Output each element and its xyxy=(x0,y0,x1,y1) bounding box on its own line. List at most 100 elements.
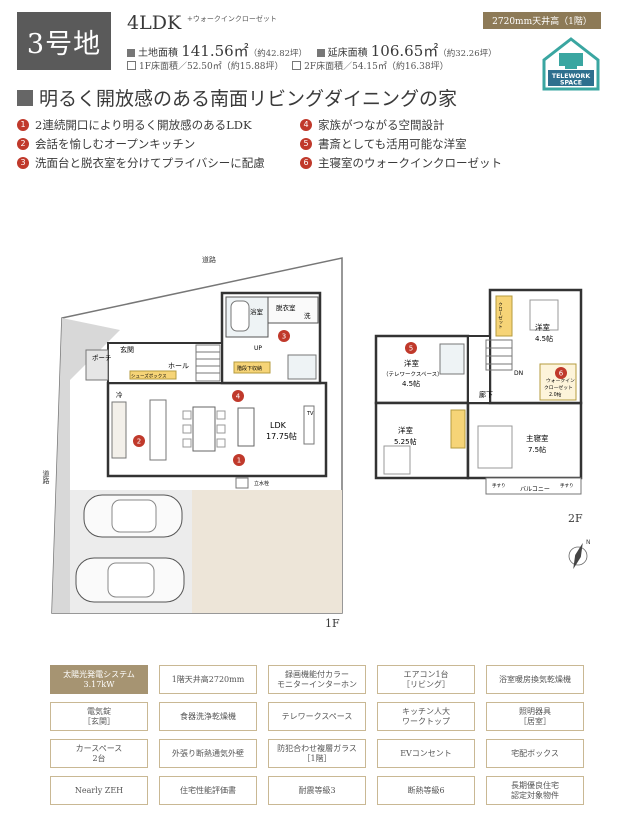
site-plan-1f: 道路 道路 浴室 脱衣室 洗 ポーチ 玄関 シューズボックス ホール 階段下収納… xyxy=(42,255,343,614)
telework-badge-line2: SPACE xyxy=(560,80,582,87)
spec-item: 宅配ボックス xyxy=(486,739,584,768)
marker-5-label: 5 xyxy=(409,345,413,353)
layout-type: 4LDK xyxy=(127,12,182,34)
spec-item: Nearly ZEH xyxy=(50,776,148,805)
area-row-floors: 1F床面積／52.50㎡（約15.88坪） 2F床面積／54.15㎡（約16.3… xyxy=(127,59,449,72)
floor-label-1f: 1F xyxy=(325,617,340,630)
marker-5 xyxy=(405,342,417,354)
spec-item: 外張り断熱通気外壁 xyxy=(159,739,257,768)
room-dressing: 脱衣室 xyxy=(276,303,296,312)
handrail-right: 手すり xyxy=(560,482,574,489)
spec-item: 電気錠［玄関］ xyxy=(50,702,148,731)
spec-item: 長期優良住宅認定対象物件 xyxy=(486,776,584,805)
porch-label: ポーチ xyxy=(92,354,112,362)
floor-plans: 道路 道路 浴室 脱衣室 洗 ポーチ 玄関 シューズボックス ホール 階段下収納… xyxy=(42,255,591,614)
layout-subtitle: +ウォークインクローゼット xyxy=(187,15,277,23)
spec-item: エアコン1台［リビング］ xyxy=(377,665,475,694)
stair-up-label: UP xyxy=(254,345,262,352)
room-telework-title: 洋室 xyxy=(404,358,419,368)
stair-down-label: DN xyxy=(514,370,523,377)
room-ldk-size: 17.75帖 xyxy=(266,431,297,441)
fridge-label: 冷 xyxy=(116,390,123,399)
headline: 明るく開放感のある南面リビングダイニングの家 xyxy=(17,84,457,111)
road-label-left: 道路 xyxy=(42,469,50,485)
spec-item: 耐震等級3 xyxy=(268,776,366,805)
land-area-value: 141.56㎡ xyxy=(181,42,249,60)
square-outline-icon xyxy=(292,61,302,70)
marker-1-label: 1 xyxy=(237,457,241,465)
telework-badge-line1: TELEWORK xyxy=(552,73,590,80)
area-row-main: 土地面積 141.56㎡（約42.82坪） 延床面積 106.65㎡（約32.2… xyxy=(127,40,497,61)
marker-2-label: 2 xyxy=(137,438,141,446)
spec-item: 断熱等級6 xyxy=(377,776,475,805)
spec-item: テレワークスペース xyxy=(268,702,366,731)
spec-item: 住宅性能評価書 xyxy=(159,776,257,805)
room-sw-size: 5.25帖 xyxy=(394,437,417,446)
floor-label-2f: 2F xyxy=(568,512,583,525)
square-outline-icon xyxy=(127,61,136,70)
spec-item: EVコンセント xyxy=(377,739,475,768)
room-entrance: 玄関 xyxy=(120,345,134,354)
square-bullet-icon xyxy=(316,49,325,57)
room-master-size: 7.5帖 xyxy=(528,445,546,454)
car-icon xyxy=(83,494,183,538)
wic-size: 2.0帖 xyxy=(549,391,562,398)
closet-label: クローゼット xyxy=(498,302,503,330)
spec-item: キッチン人大ワークトップ xyxy=(377,702,475,731)
spec-item: 防犯合わせ複層ガラス［1階］ xyxy=(268,739,366,768)
tv-label: TV xyxy=(306,411,314,417)
marker-3 xyxy=(278,330,290,342)
spec-item: 録画機能付カラーモニターインターホン xyxy=(268,665,366,694)
stairs-2f xyxy=(485,339,513,371)
room-hall: ホール xyxy=(168,362,189,370)
spec-item: 1階天井高2720mm xyxy=(159,665,257,694)
room-master: 主寝室 xyxy=(526,433,549,443)
room-telework-sub: （テレワークスペース） xyxy=(383,371,443,378)
washer-label: 洗 xyxy=(304,311,311,320)
ceiling-height-tag: 2720mm天井高（1階） xyxy=(483,12,601,29)
compass-north-label: N xyxy=(586,539,591,546)
stairs-1f xyxy=(195,344,221,382)
marker-6-label: 6 xyxy=(559,370,564,378)
wic-label-2: クローゼット xyxy=(544,384,573,391)
spec-item: 浴室暖房換気乾燥機 xyxy=(486,665,584,694)
room-corridor: 廊下 xyxy=(479,390,493,399)
marker-2 xyxy=(133,435,145,447)
square-bullet-icon xyxy=(127,49,135,57)
square-bullet-icon xyxy=(17,89,33,106)
spec-item: 食器洗浄乾燥機 xyxy=(159,702,257,731)
marker-3-label: 3 xyxy=(282,333,286,341)
compass-icon: N xyxy=(568,539,591,570)
road-label-top: 道路 xyxy=(202,255,216,264)
balcony-label: バルコニー xyxy=(520,486,550,493)
room-sw: 洋室 xyxy=(398,425,413,435)
marker-6 xyxy=(555,367,567,379)
room-ldk: LDK xyxy=(270,421,287,430)
stair-storage-label: 階段下収納 xyxy=(237,365,262,372)
room-telework-size: 4.5帖 xyxy=(402,379,420,388)
car-icon xyxy=(75,557,185,603)
total-floor-area-value: 106.65㎡ xyxy=(370,42,439,60)
shoe-box-label: シューズボックス xyxy=(131,373,167,380)
room-ne-size: 4.5帖 xyxy=(535,334,553,343)
floor-plan-2f: クローゼット DN 廊下 洋室 （テレワークスペース） 4.5帖 洋室 4.5帖… xyxy=(374,288,583,495)
wic-label: ウォークイン xyxy=(546,377,575,384)
marker-4-label: 4 xyxy=(236,393,241,401)
telework-space-house-icon: TELEWORK SPACE xyxy=(542,37,600,91)
faucet-label: 立水栓 xyxy=(254,480,269,487)
room-ne: 洋室 xyxy=(535,322,550,332)
marker-1 xyxy=(233,454,245,466)
lot-badge: 3号地 xyxy=(17,12,111,70)
spec-item: 照明器具［居室］ xyxy=(486,702,584,731)
room-bath: 浴室 xyxy=(250,307,264,316)
handrail-left: 手すり xyxy=(492,482,506,489)
